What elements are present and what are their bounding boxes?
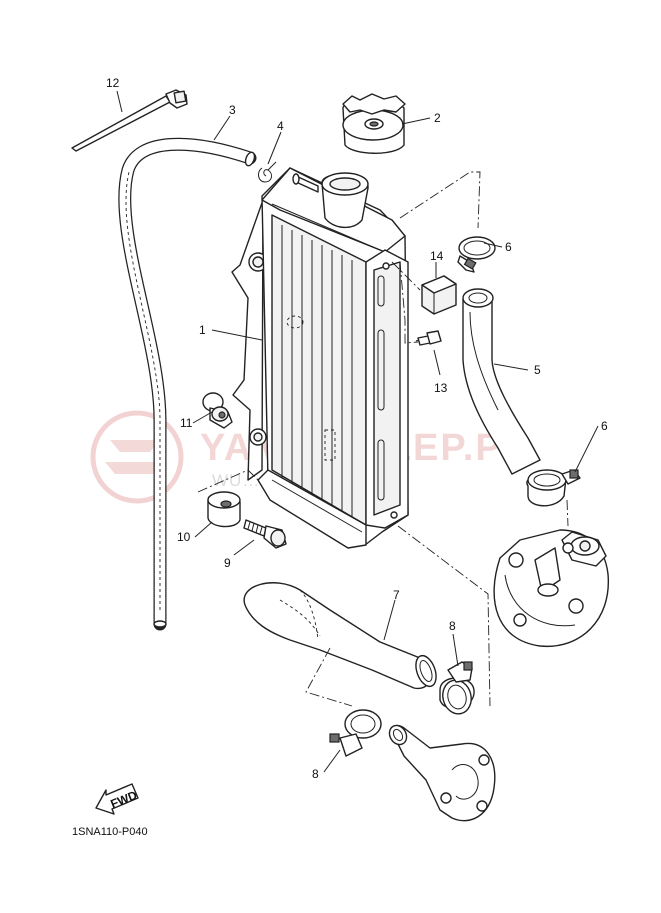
callout-7: 7 [393, 588, 400, 602]
callout-numbers: 12 3 4 2 1 6 14 5 13 11 6 10 9 7 8 8 [106, 76, 608, 781]
callout-13: 13 [434, 381, 448, 395]
part-6-hose-clamp-lower[interactable] [526, 469, 581, 507]
callout-9: 9 [224, 556, 231, 570]
callout-8-left: 8 [312, 767, 319, 781]
water-inlet-pipe [388, 724, 496, 822]
callout-8-right: 8 [449, 619, 456, 633]
callout-5: 5 [534, 363, 541, 377]
part-6-hose-clamp-upper[interactable] [457, 236, 496, 273]
part-10-damper[interactable] [207, 491, 241, 528]
fwd-arrow: FWD [95, 783, 139, 815]
part-11-grommet[interactable] [202, 392, 233, 429]
callout-6-upper: 6 [505, 240, 512, 254]
callout-4: 4 [277, 119, 284, 133]
callout-1: 1 [199, 323, 206, 337]
part-13-bolt[interactable] [415, 330, 442, 346]
part-5-upper-hose[interactable] [462, 288, 541, 475]
water-pump-housing [493, 529, 609, 648]
part-1-radiator[interactable] [231, 167, 409, 549]
part-3-breather-hose[interactable] [118, 137, 257, 631]
callout-12: 12 [106, 76, 120, 90]
part-4-hose-clip[interactable] [257, 161, 277, 183]
callout-11: 11 [180, 416, 193, 430]
part-14-pad[interactable] [421, 275, 457, 315]
part-9-bolt[interactable] [243, 519, 287, 549]
callout-3: 3 [229, 103, 236, 117]
part-8-hose-clamp-left[interactable] [329, 709, 382, 757]
callout-6-lower: 6 [601, 419, 608, 433]
part-2-radiator-cap[interactable] [342, 93, 406, 154]
part-8-hose-clamp-right[interactable] [439, 661, 475, 717]
leader-lines [116, 90, 599, 773]
callout-14: 14 [430, 249, 444, 263]
callout-2: 2 [434, 111, 441, 125]
reference-lines [197, 171, 569, 707]
part-12-cable-tie[interactable] [71, 89, 188, 152]
radiator-core-fins [281, 225, 353, 518]
part-7-lower-hose[interactable] [243, 582, 440, 690]
callout-10: 10 [177, 530, 191, 544]
diagram-code: 1SNA110-P040 [72, 826, 148, 838]
watermark-logo-icon [90, 410, 184, 504]
